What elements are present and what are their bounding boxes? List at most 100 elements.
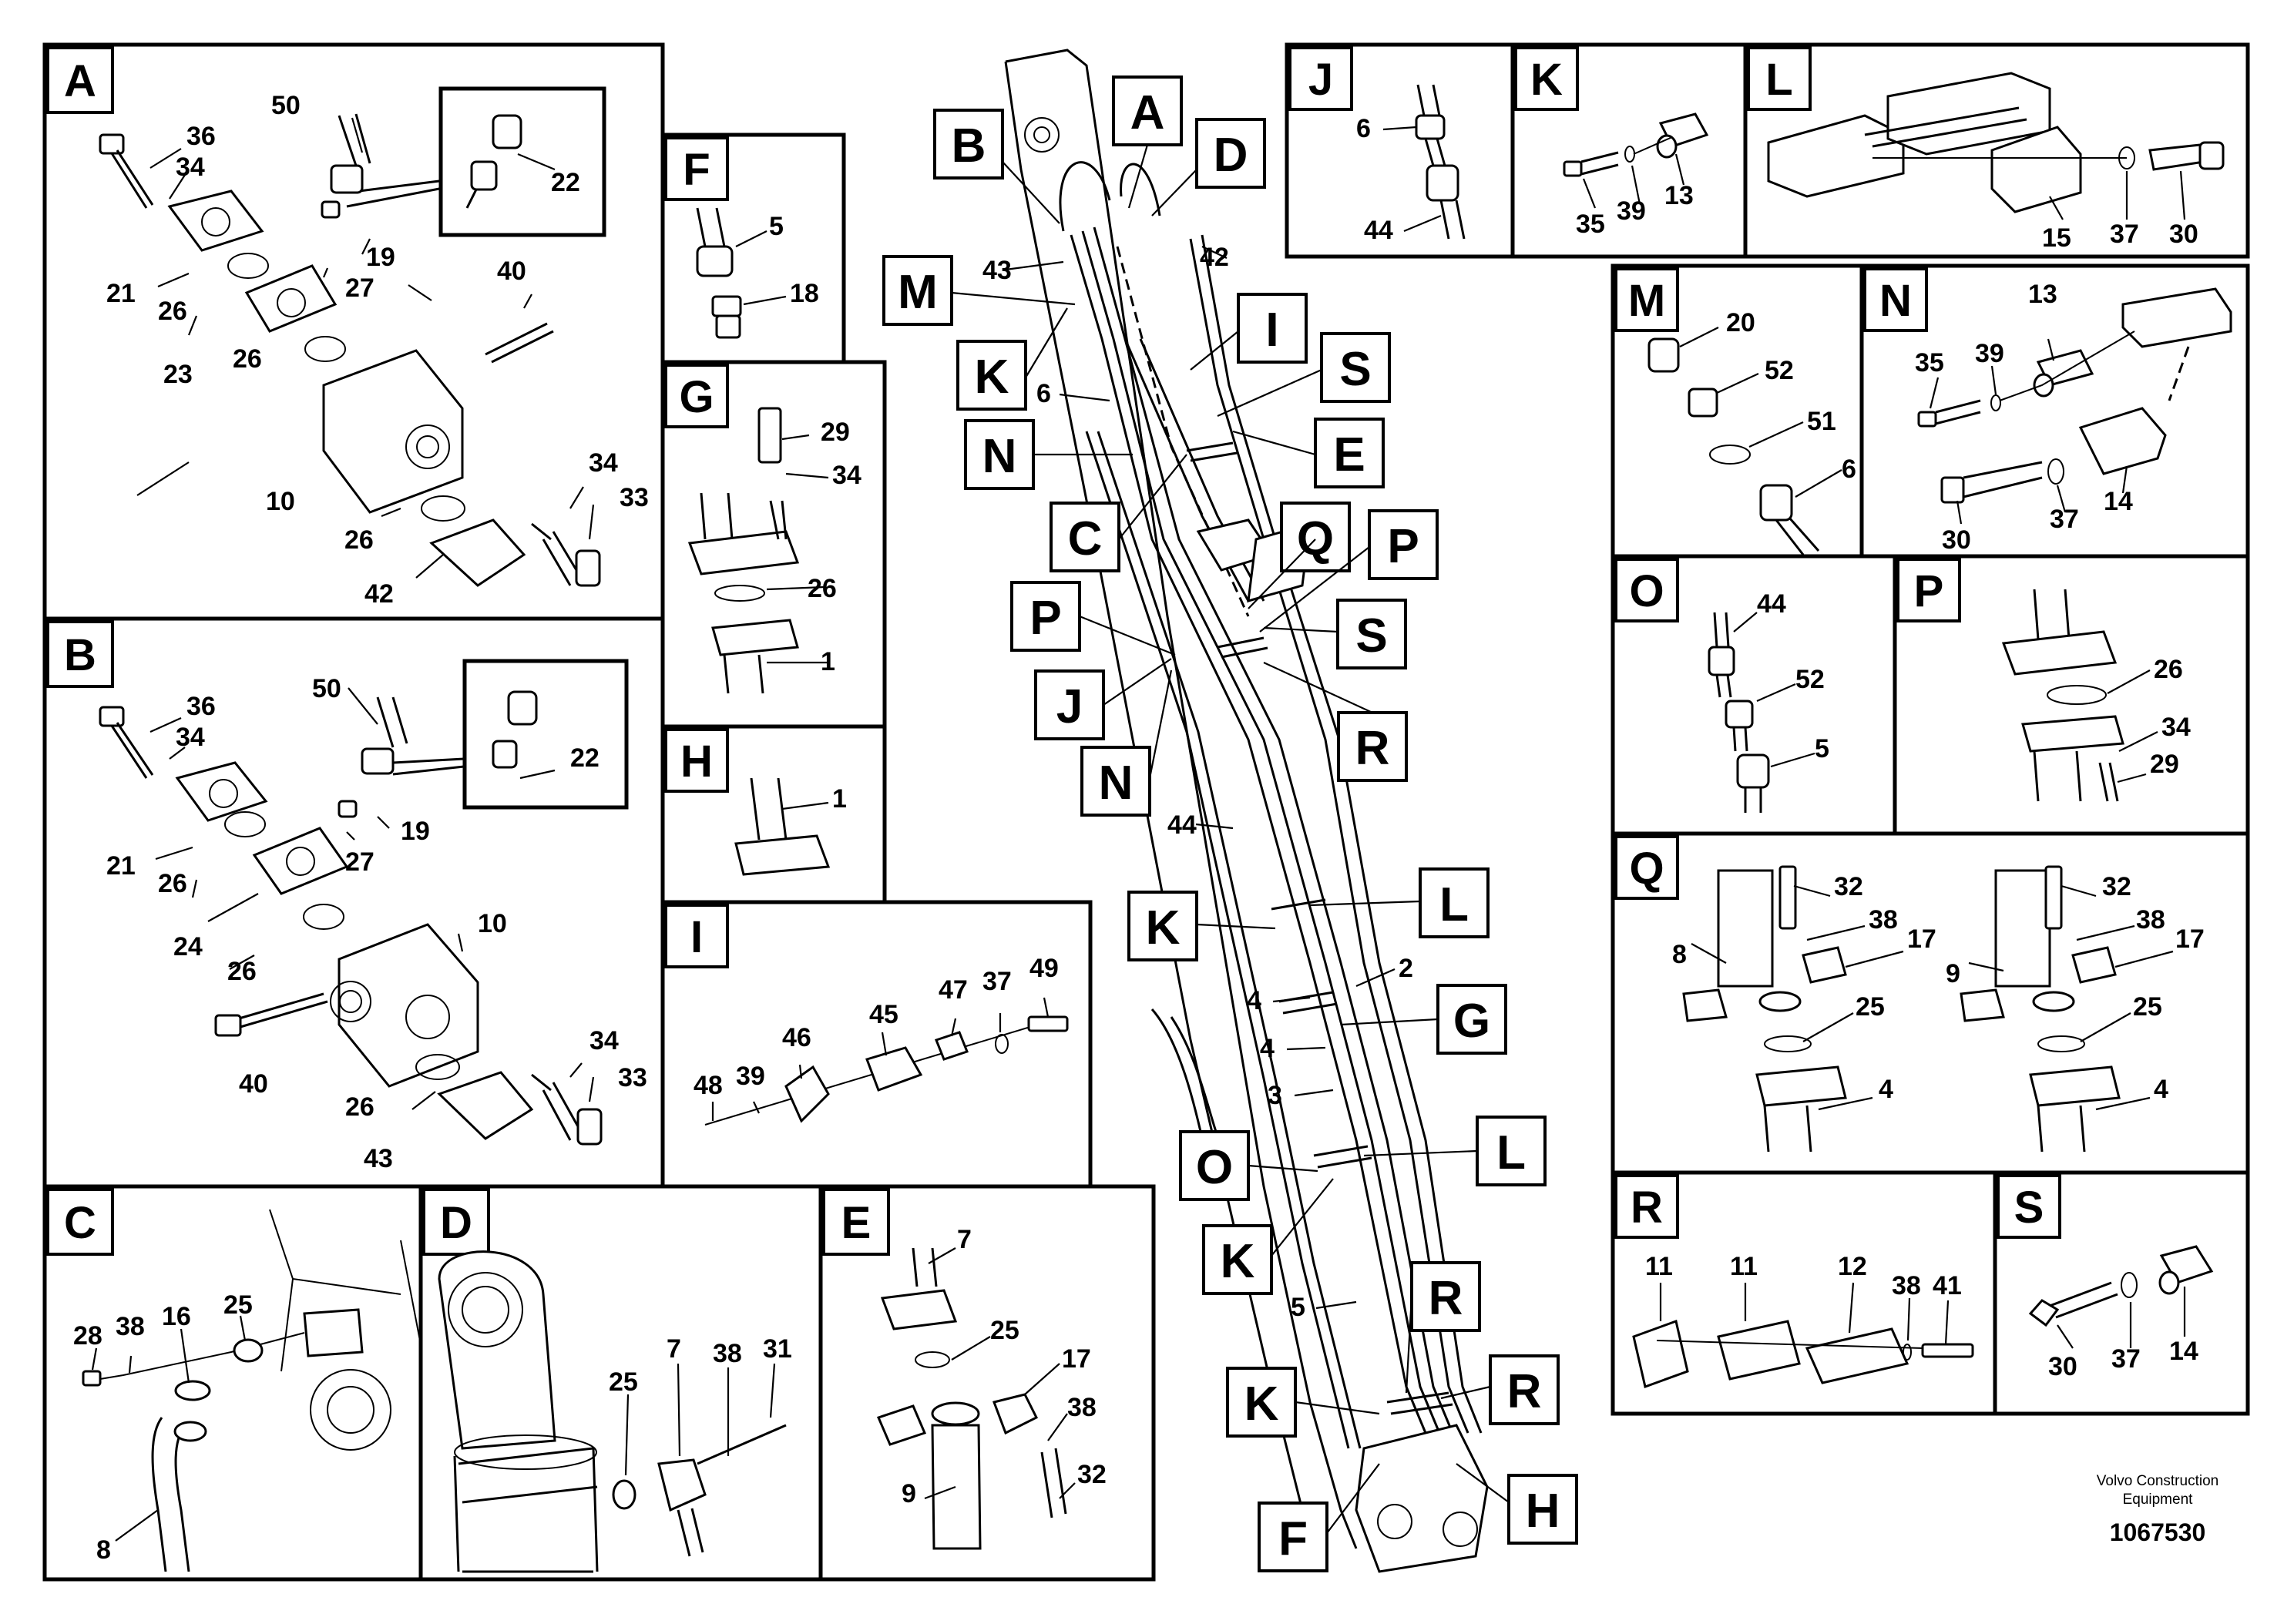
brand-line-2: Equipment bbox=[2123, 1491, 2194, 1508]
part-number: 7 bbox=[667, 1334, 681, 1364]
panel-letter: G bbox=[679, 372, 714, 422]
part-number: 21 bbox=[106, 851, 136, 881]
part-number: 6 bbox=[1036, 379, 1051, 408]
part-number: 52 bbox=[1795, 665, 1825, 694]
panel-letter: L bbox=[1765, 55, 1792, 105]
part-number: 38 bbox=[1892, 1271, 1921, 1300]
part-number: 8 bbox=[1672, 940, 1687, 969]
callout-letter: P bbox=[1387, 520, 1419, 573]
part-number: 17 bbox=[2175, 924, 2205, 954]
part-number: 1 bbox=[821, 647, 835, 676]
panel-s: S 30 37 14 bbox=[1993, 1170, 2250, 1416]
part-number: 5 bbox=[1291, 1293, 1305, 1322]
callout-letter: S bbox=[1339, 343, 1371, 396]
part-number: 39 bbox=[736, 1062, 765, 1091]
panel-letter: B bbox=[64, 630, 96, 680]
part-number: 44 bbox=[1364, 216, 1393, 245]
callout-letter: E bbox=[1333, 428, 1365, 481]
part-number: 29 bbox=[821, 418, 850, 447]
callout-letter: N bbox=[982, 430, 1017, 483]
part-number: 44 bbox=[1167, 810, 1197, 840]
callout-letter: H bbox=[1526, 1485, 1560, 1538]
callout-letter: I bbox=[1265, 304, 1278, 357]
part-number: 30 bbox=[2048, 1352, 2077, 1381]
part-number: 26 bbox=[808, 574, 837, 603]
part-number: 42 bbox=[364, 579, 394, 609]
callout-boxes: B A D M K N C I S E Q P P S bbox=[882, 75, 1578, 1572]
part-number: 28 bbox=[73, 1321, 102, 1351]
part-number: 34 bbox=[832, 461, 862, 490]
part-number: 17 bbox=[1907, 924, 1936, 954]
part-number: 50 bbox=[271, 91, 301, 120]
part-number: 25 bbox=[1856, 992, 1885, 1022]
part-number: 34 bbox=[589, 448, 618, 478]
arm-overview: B A D M K N C I S E Q P P S bbox=[882, 49, 1578, 1573]
callout-letter: K bbox=[1244, 1377, 1279, 1431]
part-number: 43 bbox=[364, 1144, 393, 1173]
part-number: 13 bbox=[2028, 280, 2057, 309]
part-number: 1 bbox=[832, 784, 847, 814]
callout-letter: N bbox=[1099, 757, 1134, 810]
part-number: 36 bbox=[186, 122, 216, 151]
panel-c: C 28 38 16 25 8 bbox=[42, 1184, 423, 1582]
panel-n: N 35 39 13 30 37 14 bbox=[1859, 263, 2250, 559]
part-number: 26 bbox=[345, 1092, 374, 1122]
part-number: 20 bbox=[1726, 308, 1755, 337]
part-number: 7 bbox=[957, 1225, 972, 1254]
part-number: 4 bbox=[2154, 1075, 2168, 1104]
part-number: 52 bbox=[1765, 356, 1794, 385]
part-number: 22 bbox=[570, 743, 600, 773]
part-number: 36 bbox=[186, 692, 216, 721]
part-number: 26 bbox=[344, 525, 374, 555]
panel-letter: K bbox=[1530, 55, 1563, 105]
part-number: 43 bbox=[982, 256, 1012, 285]
part-number: 16 bbox=[162, 1302, 191, 1331]
part-number: 38 bbox=[116, 1312, 145, 1341]
part-number: 35 bbox=[1915, 348, 1944, 377]
part-number: 9 bbox=[1946, 959, 1960, 988]
panel-k: K 35 39 13 bbox=[1510, 42, 1748, 259]
part-number: 38 bbox=[1067, 1393, 1097, 1422]
callout-letter: J bbox=[1056, 680, 1083, 733]
part-number: 37 bbox=[982, 967, 1012, 996]
panel-q: Q 32 38 8 17 25 4 32 38 9 17 25 4 bbox=[1611, 831, 2250, 1175]
callout-letter: A bbox=[1130, 86, 1165, 139]
panel-letter: A bbox=[64, 56, 96, 106]
panel-letter: C bbox=[64, 1198, 96, 1248]
panel-letter: H bbox=[680, 737, 713, 787]
part-number: 3 bbox=[1268, 1081, 1282, 1110]
part-number: 45 bbox=[869, 1000, 898, 1029]
part-number: 37 bbox=[2050, 505, 2079, 534]
part-number: 44 bbox=[1757, 589, 1786, 619]
panel-e: E 7 25 17 38 9 32 bbox=[818, 1184, 1156, 1582]
part-number: 30 bbox=[1942, 525, 1971, 555]
part-number: 39 bbox=[1617, 196, 1646, 226]
callout-letter: C bbox=[1068, 512, 1103, 565]
panel-letter: D bbox=[440, 1198, 472, 1248]
part-number: 39 bbox=[1975, 339, 2004, 368]
part-number: 26 bbox=[2154, 655, 2183, 684]
part-number: 40 bbox=[497, 257, 526, 286]
part-number: 6 bbox=[1356, 114, 1371, 143]
part-number: 11 bbox=[1645, 1252, 1673, 1281]
panel-p: P 26 34 29 bbox=[1893, 554, 2250, 836]
panel-letter: N bbox=[1879, 276, 1912, 326]
part-number: 40 bbox=[239, 1069, 268, 1099]
part-number: 27 bbox=[345, 273, 374, 303]
part-number: 13 bbox=[1664, 181, 1694, 210]
part-number: 31 bbox=[763, 1334, 792, 1364]
panel-b: B 36 34 50 22 19 21 26 27 24 1 bbox=[42, 616, 665, 1189]
panel-letter: I bbox=[690, 912, 703, 962]
part-number: 6 bbox=[1842, 455, 1856, 484]
part-number: 25 bbox=[990, 1316, 1019, 1345]
part-number: 5 bbox=[769, 212, 784, 241]
part-number: 32 bbox=[1834, 872, 1863, 901]
part-number: 51 bbox=[1807, 407, 1836, 436]
part-number: 49 bbox=[1029, 954, 1059, 983]
callout-letter: L bbox=[1439, 878, 1469, 931]
callout-letter: S bbox=[1355, 609, 1387, 663]
callout-letter: D bbox=[1214, 129, 1248, 182]
part-number: 9 bbox=[902, 1479, 916, 1508]
part-number: 26 bbox=[227, 957, 257, 986]
callout-letter: Q bbox=[1297, 512, 1334, 565]
